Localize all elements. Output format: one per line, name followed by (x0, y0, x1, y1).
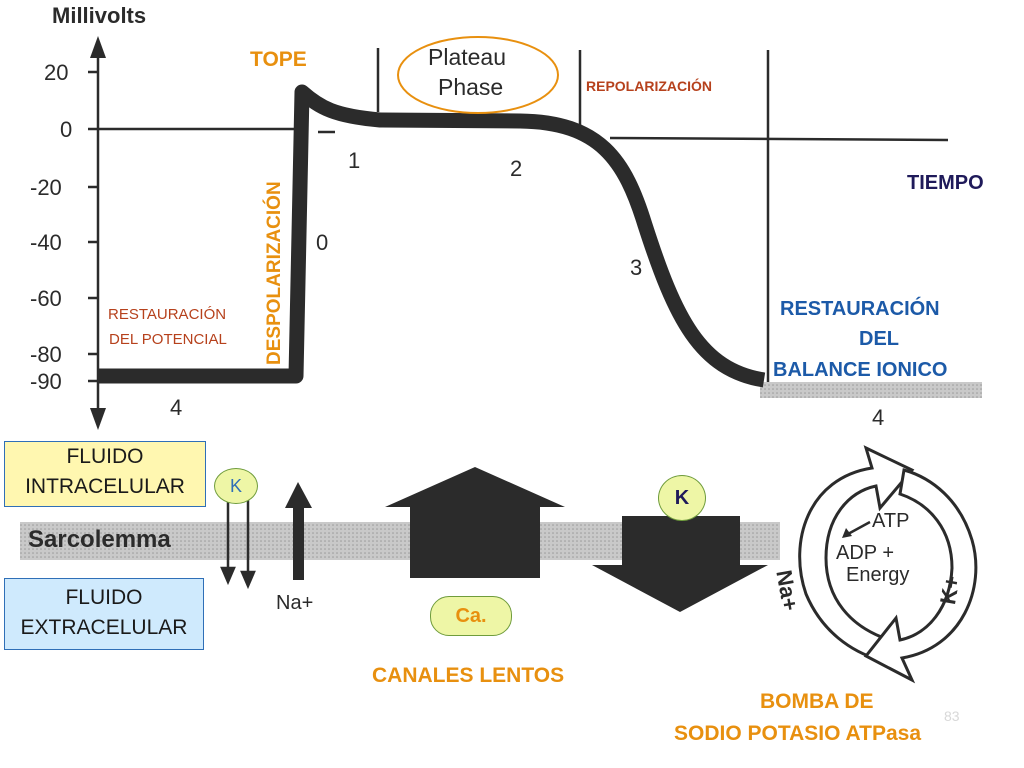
k-arrows (220, 490, 256, 590)
action-potential-curve (98, 84, 766, 388)
na-arrow (285, 482, 312, 580)
restore-balance-line1: RESTAURACIÓN (780, 298, 940, 320)
pump-adp-line1: ADP + (836, 542, 894, 564)
pump-atp-label: ATP (872, 510, 910, 532)
peak-label: TOPE (250, 48, 307, 71)
tick-label-minus90: -90 (30, 369, 62, 394)
extracellular-line2: EXTRACELULAR (20, 616, 188, 639)
k-ion-badge: K (658, 475, 706, 521)
plateau-highlight-ellipse (397, 36, 559, 114)
pump-adp-line2: Energy (846, 564, 910, 586)
phase-separators (376, 48, 770, 392)
phase-number-1: 1 (348, 148, 361, 173)
y-axis-arrow-top (90, 36, 106, 58)
intracellular-fluid-box: FLUIDO INTRACELULAR (4, 441, 206, 507)
pump-title-line1: BOMBA DE (760, 690, 874, 713)
slide-number: 83 (944, 708, 960, 724)
pump-k-label: K+ (935, 573, 965, 607)
tick-label-0: 0 (60, 117, 73, 142)
intracellular-line2: INTRACELULAR (25, 475, 185, 498)
phase-number-0: 0 (316, 230, 329, 255)
phase-number-4-left: 4 (170, 395, 183, 420)
resting-baseline-dotted (760, 382, 982, 398)
tick-label-minus20: -20 (30, 175, 62, 200)
zero-line-right (609, 136, 949, 142)
tick-label-minus80: -80 (30, 342, 62, 367)
restore-balance-line2: DEL (859, 328, 899, 350)
tick-label-minus60: -60 (30, 286, 62, 311)
intracellular-line1: FLUIDO (66, 445, 144, 468)
tick-label-20: 20 (44, 60, 69, 85)
time-label: TIEMPO (907, 172, 984, 194)
y-axis-label: Millivolts (52, 3, 147, 28)
y-axis-arrow-bottom (90, 408, 106, 430)
phase-number-4-right: 4 (872, 405, 885, 430)
restore-potential-line2: DEL POTENCIAL (109, 331, 227, 348)
pump-title-line2: SODIO POTASIO ATPasa (674, 722, 921, 745)
tick-label-minus40: -40 (30, 230, 62, 255)
restore-balance-line3: BALANCE IONICO (773, 359, 948, 381)
extracellular-line1: FLUIDO (65, 586, 143, 609)
ca-up-arrow (385, 467, 565, 578)
plateau-label-line2: Phase (438, 74, 504, 100)
ca-ion-badge: Ca. (430, 596, 512, 636)
phase-number-2: 2 (510, 156, 523, 181)
sarcolemma-label: Sarcolemma (28, 526, 171, 553)
na-ion-label: Na+ (276, 592, 314, 614)
extracellular-fluid-box: FLUIDO EXTRACELULAR (4, 578, 204, 650)
y-ticks (88, 70, 98, 383)
phase-number-3: 3 (630, 255, 643, 280)
k-down-arrow (592, 516, 768, 612)
plateau-label-line1: Plateau (428, 44, 507, 70)
atp-arrow (847, 520, 871, 536)
repolarization-label: REPOLARIZACIÓN (586, 78, 712, 94)
depolarization-label: DESPOLARIZACIÓN (264, 181, 285, 365)
slow-channels-label: CANALES LENTOS (372, 664, 565, 687)
k-small-badge: K (214, 468, 258, 504)
atp-arrowhead (842, 528, 852, 538)
pump-cycle-arrows (798, 445, 978, 684)
restore-potential-line1: RESTAURACIÓN (108, 306, 227, 323)
